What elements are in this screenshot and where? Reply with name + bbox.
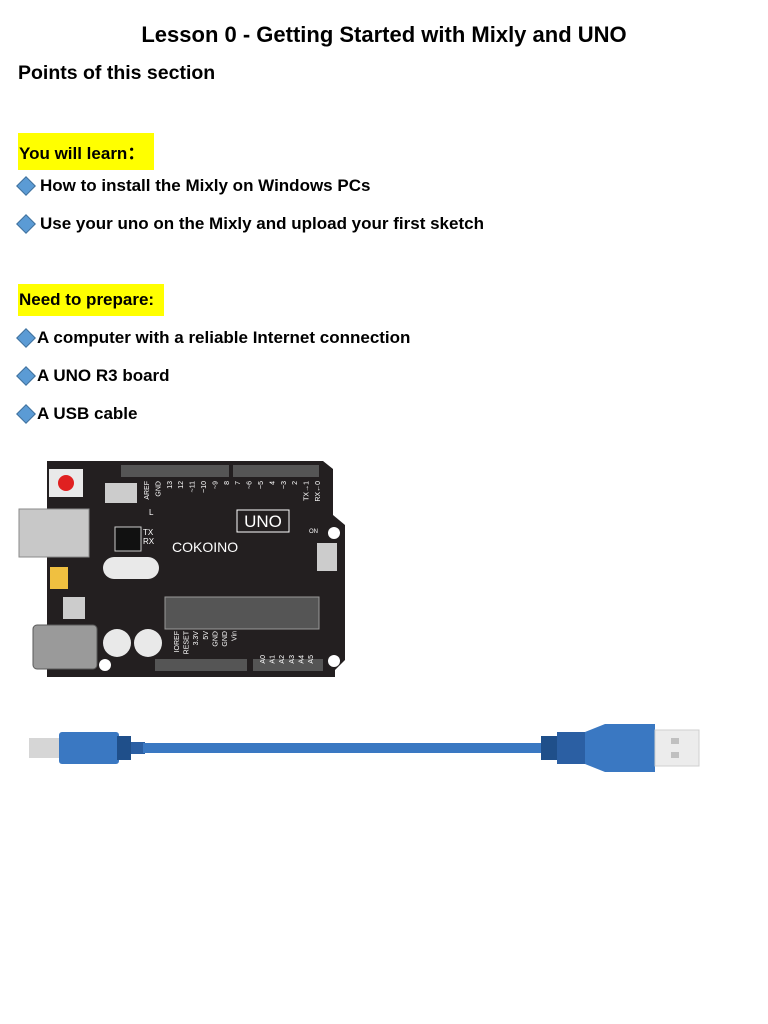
capacitor-2 — [134, 629, 162, 657]
digital-header-left — [121, 465, 229, 477]
pin-label: RX←0 — [315, 481, 322, 502]
board-model: UNO — [244, 512, 282, 531]
pin-label: ~9 — [212, 481, 219, 489]
diamond-bullet-icon — [16, 176, 36, 196]
mount-hole — [328, 527, 340, 539]
learn-heading: You will learn： — [18, 133, 155, 170]
pin-label: TX→1 — [304, 481, 311, 501]
prepare-item-text: A USB cable — [37, 404, 138, 423]
learn-item: How to install the Mixly on Windows PCs — [16, 176, 371, 196]
pin-label: Vin — [232, 631, 239, 641]
usb-a-plug-housing — [585, 724, 655, 772]
prepare-heading: Need to prepare: — [18, 284, 165, 316]
page-title: Lesson 0 - Getting Started with Mixly an… — [141, 22, 627, 47]
diamond-bullet-icon — [16, 214, 36, 234]
pin-label: ~3 — [281, 481, 288, 489]
pin-label: A2 — [279, 655, 286, 664]
crystal — [103, 557, 159, 579]
pin-label: 2 — [292, 481, 299, 485]
usb-chip — [114, 526, 142, 552]
usb-b-plug-metal — [29, 738, 63, 758]
learn-item-text: How to install the Mixly on Windows PCs — [40, 176, 371, 195]
reset-button — [58, 475, 74, 491]
pin-label: 3.3V — [193, 631, 200, 646]
pin-label: 7 — [235, 481, 242, 485]
power-header — [155, 659, 247, 671]
learn-item: Use your uno on the Mixly and upload you… — [16, 214, 484, 234]
pin-label: ~5 — [258, 481, 265, 489]
pin-label: IOREF — [174, 631, 181, 652]
prepare-item: A USB cable — [16, 404, 138, 424]
usb-cable-illustration — [29, 724, 700, 772]
uno-board-illustration: UNO COKOINO L TX RX ON AREF GND 13 12 ~11 ~10… — [18, 461, 345, 677]
usb-a-contact — [671, 738, 679, 744]
microcontroller-chip — [164, 596, 320, 630]
mount-hole — [328, 655, 340, 667]
usb-a-collar — [557, 732, 585, 764]
diamond-bullet-icon — [16, 404, 36, 424]
pin-label: ~11 — [190, 481, 197, 492]
cable-wire — [143, 743, 543, 753]
pin-label: A5 — [308, 655, 315, 664]
pin-label: ~10 — [201, 481, 208, 493]
pin-label: A0 — [260, 655, 267, 664]
prepare-item: A computer with a reliable Internet conn… — [16, 328, 411, 348]
pin-label: ~6 — [247, 481, 254, 489]
pin-label: 5V — [203, 631, 210, 640]
diamond-bullet-icon — [16, 328, 36, 348]
usb-a-contact — [671, 752, 679, 758]
prepare-item-text: A computer with a reliable Internet conn… — [37, 328, 411, 347]
usb-port — [18, 508, 90, 558]
mount-hole — [99, 659, 111, 671]
fuse — [50, 567, 68, 589]
pin-label: 4 — [269, 481, 276, 485]
icsp-header — [105, 483, 137, 503]
usb-b-plug-housing — [59, 732, 119, 764]
pin-label: 12 — [178, 481, 185, 489]
led-label-rx: RX — [143, 537, 155, 546]
diamond-bullet-icon — [16, 366, 36, 386]
icsp-header-2 — [317, 543, 337, 571]
prepare-item-text: A UNO R3 board — [37, 366, 170, 385]
strain-relief-left — [117, 736, 131, 760]
strain-relief-left-tip — [131, 742, 145, 754]
pin-label: A4 — [298, 655, 305, 664]
led-label-on: ON — [309, 529, 318, 535]
pin-label: AREF — [144, 481, 151, 500]
pin-label: A1 — [270, 655, 277, 664]
pin-label: A3 — [289, 655, 296, 664]
strain-relief-right — [541, 736, 559, 760]
usb-a-plug-metal — [654, 729, 700, 767]
analog-header — [253, 659, 323, 671]
led-label-l: L — [149, 508, 154, 517]
prepare-item: A UNO R3 board — [16, 366, 170, 386]
pin-label: GND — [155, 481, 162, 497]
regulator — [63, 597, 85, 619]
pin-label: 8 — [224, 481, 231, 485]
section-subtitle: Points of this section — [18, 62, 216, 84]
pin-label: GND — [212, 631, 219, 647]
board-brand: COKOINO — [172, 539, 238, 555]
learn-item-text: Use your uno on the Mixly and upload you… — [40, 214, 484, 233]
pin-label: 13 — [167, 481, 174, 489]
power-jack — [32, 624, 98, 670]
pin-label: GND — [222, 631, 229, 647]
digital-header-right — [233, 465, 319, 477]
pin-label: RESET — [184, 630, 191, 654]
capacitor-1 — [103, 629, 131, 657]
led-label-tx: TX — [143, 528, 154, 537]
model-badge — [236, 509, 290, 533]
